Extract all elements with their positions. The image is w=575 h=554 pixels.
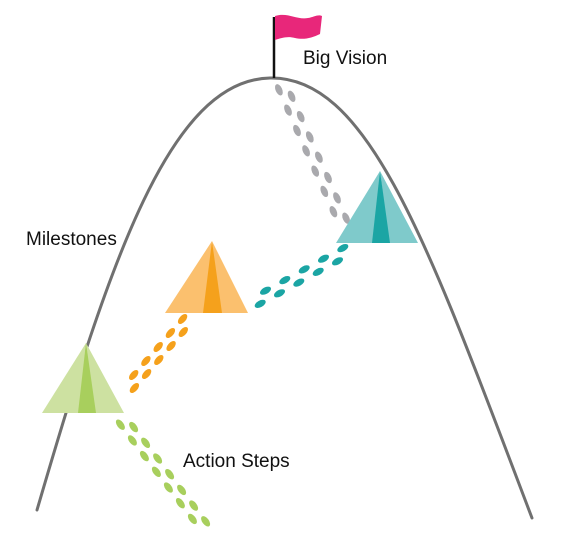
footprint [153, 453, 163, 464]
footprint [305, 131, 314, 143]
footprint [293, 124, 301, 137]
tent-orange-right [212, 241, 248, 313]
footprint [320, 185, 329, 198]
footprints-trail-green [115, 419, 211, 527]
footprint [254, 299, 266, 308]
tent-icon-teal [336, 171, 418, 243]
footprint [293, 278, 305, 287]
footprints-trail-orange [129, 313, 188, 394]
footprint [260, 286, 271, 295]
footprint [175, 498, 185, 509]
tent-orange-left [165, 241, 212, 313]
footprint [296, 110, 305, 123]
footprint [165, 327, 176, 339]
footprint [311, 165, 320, 177]
footprint [141, 368, 152, 380]
big-vision-label: Big Vision [303, 48, 388, 69]
footprint [153, 341, 163, 353]
footprint [337, 244, 349, 253]
tent-orange-door [203, 241, 222, 313]
footprint [166, 340, 176, 352]
footprint [127, 435, 137, 446]
action-steps-label: Action Steps [183, 451, 290, 472]
footprint [178, 326, 188, 338]
tent-green-door [78, 343, 96, 413]
footprint [287, 90, 296, 102]
footprint [302, 145, 310, 157]
footprint [201, 516, 211, 527]
footprint [298, 265, 310, 274]
footprint [163, 482, 173, 493]
footprint [324, 171, 332, 184]
footprint [129, 369, 139, 381]
footprint [139, 450, 149, 462]
footprint [115, 419, 125, 430]
footprint [312, 267, 324, 276]
footprint [279, 276, 291, 285]
footprint [177, 484, 187, 496]
flag-icon [272, 14, 322, 78]
tent-icon-orange [165, 241, 248, 313]
footprint [165, 469, 175, 480]
footprint [333, 192, 341, 204]
tent-teal-door [372, 171, 390, 243]
footprint [332, 257, 343, 266]
footprint [284, 104, 292, 116]
footprint [329, 206, 338, 218]
footprint [141, 437, 151, 448]
footprint [177, 313, 188, 325]
tent-icon-green [42, 343, 124, 413]
tent-teal-left [336, 171, 380, 243]
footprint [274, 289, 285, 298]
footprints-trail-teal [254, 244, 349, 308]
footprint [129, 421, 139, 433]
footprint [141, 355, 151, 367]
tent-teal-right [380, 171, 418, 243]
tent-green-right [86, 343, 124, 413]
footprint [318, 254, 329, 263]
footprint [275, 84, 283, 96]
footprint [151, 466, 161, 477]
mountain-outline [35, 76, 534, 520]
flag-cloth [275, 14, 322, 40]
footprint [154, 354, 164, 366]
tent-green-left [42, 343, 86, 413]
footprint [315, 151, 323, 163]
milestones-label: Milestones [26, 229, 117, 250]
footprints-trail-summit [275, 84, 350, 224]
footprint [189, 500, 199, 511]
footprint [187, 513, 197, 525]
footprint [129, 382, 140, 394]
footprint [342, 212, 350, 224]
